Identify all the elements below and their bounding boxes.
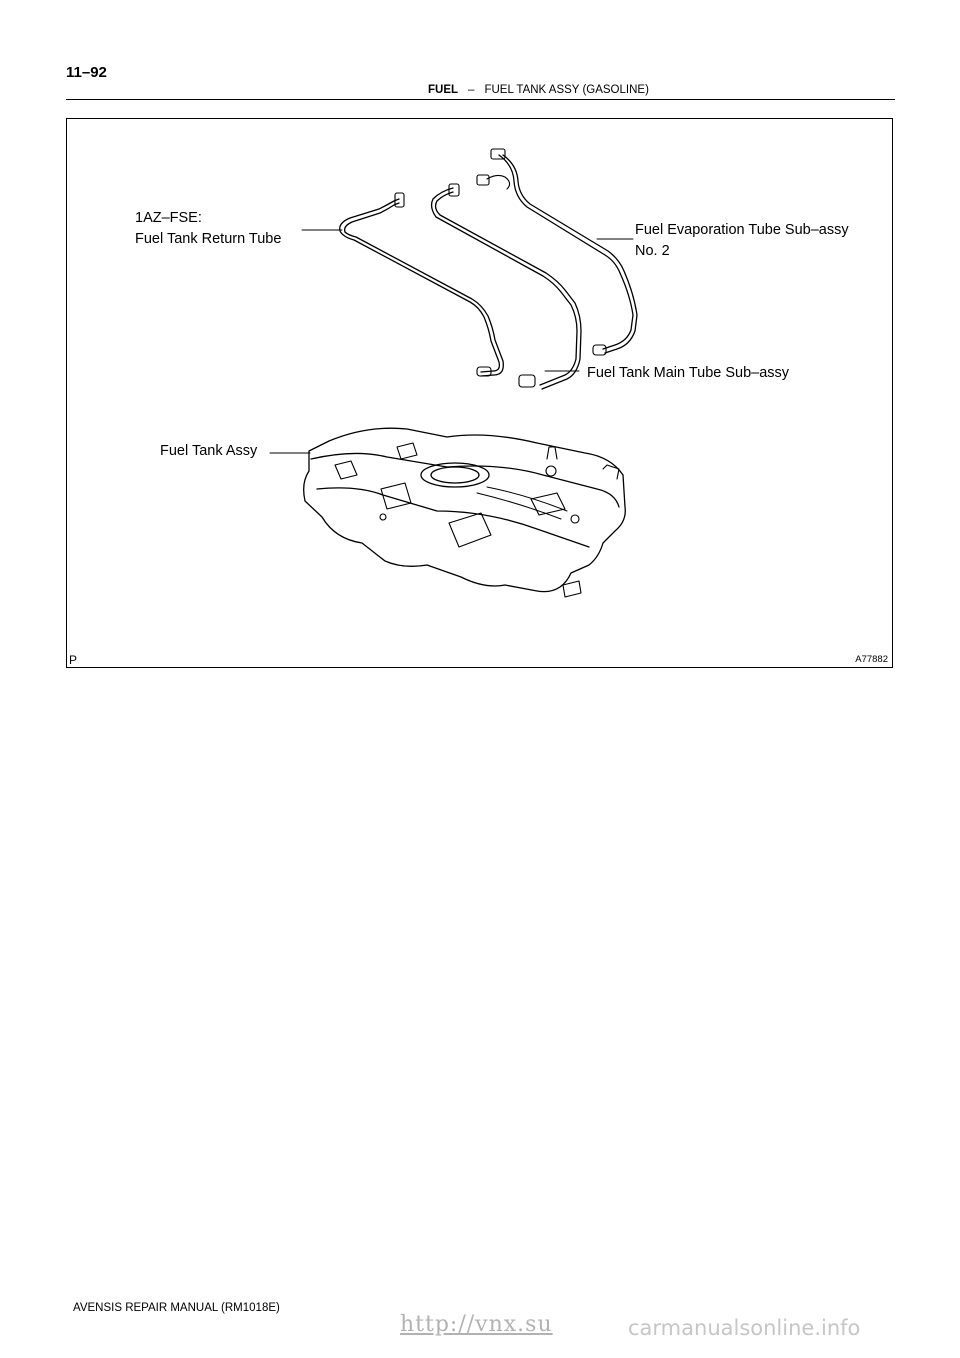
fuel-tank-return-tube bbox=[339, 192, 504, 377]
section-topic: FUEL TANK ASSY (GASOLINE) bbox=[484, 84, 649, 96]
section-header: FUEL–FUEL TANK ASSY (GASOLINE) bbox=[428, 84, 649, 96]
leader-lines bbox=[269, 229, 634, 454]
fuel-tank-main-tube bbox=[430, 183, 582, 390]
fuel-evaporation-tube bbox=[476, 148, 638, 356]
header-separator: – bbox=[468, 84, 475, 96]
callout-return-tube: 1AZ–FSE: Fuel Tank Return Tube bbox=[135, 208, 281, 250]
figure-corner-letter: P bbox=[69, 653, 78, 667]
page-number: 11–92 bbox=[66, 64, 107, 81]
callout-evaporation-tube-label: Fuel Evaporation Tube Sub–assy bbox=[635, 222, 849, 238]
watermark-site: carmanualsonline.info bbox=[628, 1316, 861, 1340]
callout-return-tube-engine: 1AZ–FSE: bbox=[135, 210, 202, 226]
header-rule bbox=[66, 99, 895, 100]
fuel-tank-assy bbox=[303, 427, 626, 598]
fuel-tank-illustration bbox=[269, 148, 638, 598]
section-name: FUEL bbox=[428, 84, 459, 96]
figure-code: A77882 bbox=[855, 654, 888, 665]
callout-evaporation-tube-number: No. 2 bbox=[635, 243, 670, 259]
callout-return-tube-label: Fuel Tank Return Tube bbox=[135, 231, 282, 247]
callout-main-tube: Fuel Tank Main Tube Sub–assy bbox=[587, 365, 790, 381]
footer-manual-title: AVENSIS REPAIR MANUAL (RM1018E) bbox=[73, 1302, 280, 1314]
figure-frame: 1AZ–FSE: Fuel Tank Return Tube Fuel Evap… bbox=[66, 118, 893, 668]
callout-fuel-tank: Fuel Tank Assy bbox=[160, 443, 258, 459]
callout-evaporation-tube: Fuel Evaporation Tube Sub–assy No. 2 bbox=[635, 220, 849, 262]
watermark-link[interactable]: http://vnx.su bbox=[400, 1312, 553, 1337]
